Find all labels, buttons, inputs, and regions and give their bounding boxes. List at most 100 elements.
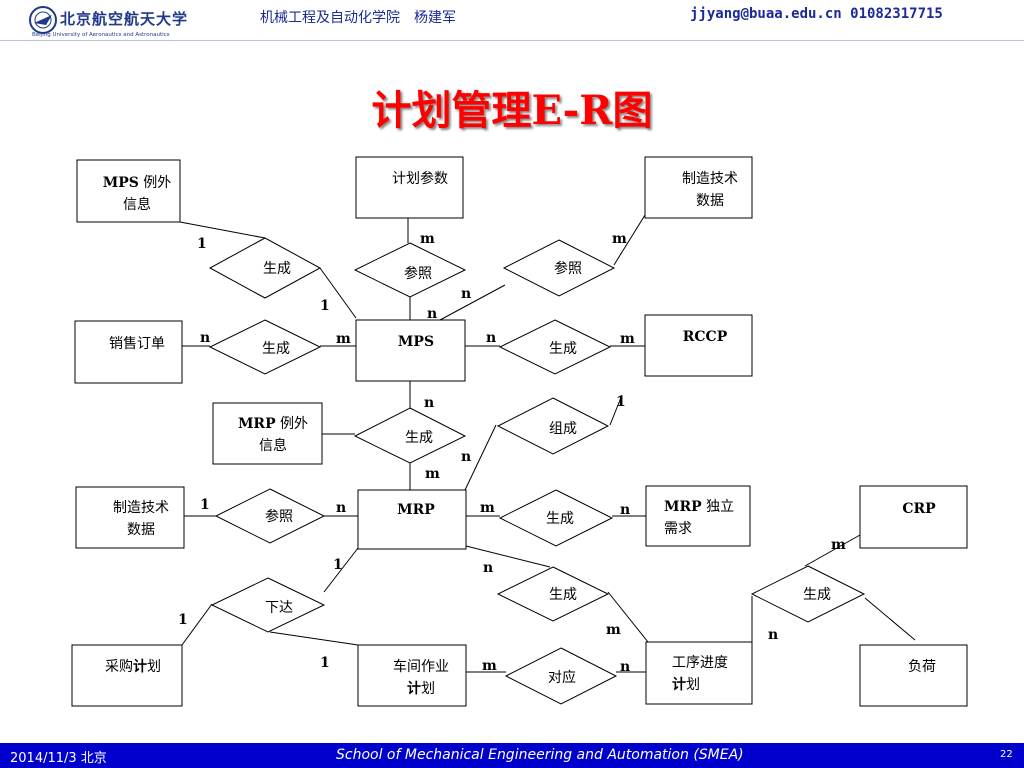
footer-date: 2014/11/3 北京: [10, 751, 107, 766]
connector: [181, 603, 213, 646]
cardinality-label: n: [461, 449, 472, 465]
entity-label: MRP: [397, 502, 435, 518]
entity-rccp: [644, 314, 753, 377]
connector: [609, 394, 623, 426]
slide-header: 北京航空航天大学 Beijing University of Aeronauti…: [0, 0, 1024, 41]
connector: [323, 547, 359, 593]
cardinality-label: 1: [200, 497, 210, 513]
cardinality-label: n: [461, 286, 472, 302]
entity-label: 制造技术数据: [113, 500, 169, 538]
relation-label: 组成: [549, 421, 577, 437]
entity-mps-exception: [76, 159, 181, 223]
relation-label: 生成: [405, 430, 433, 446]
rel-ref-mfg-tech: [502, 239, 616, 297]
cardinality-label: n: [768, 627, 779, 643]
relation-label: 参照: [554, 261, 582, 277]
cardinality-label: m: [336, 331, 351, 347]
entity-workshop-plan: [357, 644, 467, 707]
school-author: 机械工程及自动化学院 杨建军: [260, 10, 456, 26]
slide-footer: 2014/11/3 北京 School of Mechanical Engine…: [0, 743, 1024, 768]
connector: [464, 424, 497, 491]
entity-sales-order: [74, 320, 183, 384]
university-emblem-icon: [29, 6, 57, 34]
cardinality-label: 1: [616, 394, 626, 410]
entity-label: MRP 例外信息: [237, 416, 309, 454]
rel-gen-mps-exc: [208, 237, 322, 299]
entity-mfg-tech-top: [644, 156, 753, 219]
cardinality-label: n: [427, 306, 438, 322]
entity-label: 负荷: [908, 659, 936, 675]
entity-plan-params: [355, 156, 464, 219]
relation-label: 参照: [404, 266, 432, 282]
cardinality-label: n: [620, 502, 631, 518]
entity-label: MPS 例外信息: [102, 175, 172, 213]
cardinality-label: n: [620, 659, 631, 675]
entity-label: 车间作业计划: [393, 659, 449, 697]
entity-crp: [859, 485, 968, 549]
cardinality-label: 1: [320, 298, 330, 314]
rel-gen-mrp-indep: [498, 489, 614, 547]
rel-gen-mrp-exc: [353, 407, 467, 464]
cardinality-label: n: [483, 560, 494, 576]
entity-purchase-plan: [71, 644, 183, 707]
connector: [804, 534, 861, 567]
footer-school: School of Mechanical Engineering and Aut…: [336, 747, 744, 763]
cardinality-label: 1: [178, 612, 188, 628]
connector: [465, 545, 551, 568]
connector: [607, 591, 649, 643]
connector: [269, 631, 359, 646]
cardinality-label: m: [620, 331, 635, 347]
entity-load: [859, 644, 968, 707]
relation-label: 生成: [549, 341, 577, 357]
slide-title: 计划管理E-R图: [371, 87, 653, 134]
relation-label: 生成: [803, 587, 831, 603]
page-number: 22: [1000, 749, 1013, 760]
entity-mrp: [357, 489, 467, 550]
rel-ref-mfg-left: [214, 488, 326, 544]
cardinality-label: m: [482, 658, 497, 674]
entity-label: 计划参数: [392, 171, 448, 187]
rel-ref-plan-params: [353, 242, 467, 298]
cardinality-label: m: [612, 231, 627, 247]
cardinality-label: 1: [197, 236, 207, 252]
relation-label: 生成: [263, 261, 291, 277]
rel-correspond: [504, 647, 618, 705]
entity-mfg-tech-left: [75, 486, 185, 549]
connector: [864, 597, 916, 641]
entity-label: MRP 独立需求: [664, 499, 735, 537]
entity-label: 制造技术数据: [682, 171, 738, 209]
relation-label: 生成: [546, 511, 574, 527]
cardinality-label: 1: [333, 557, 343, 573]
rel-gen-progress: [496, 566, 610, 622]
relation-label: 下达: [265, 600, 293, 616]
connector: [613, 214, 646, 266]
relation-label: 对应: [548, 670, 576, 686]
entity-process-progress: [645, 641, 753, 705]
cardinality-label: n: [336, 500, 347, 516]
university-name-cn: 北京航空航天大学: [60, 10, 189, 28]
entity-label: CRP: [902, 501, 936, 517]
relation-label: 生成: [549, 587, 577, 603]
rel-gen-load: [750, 565, 866, 623]
relation-label: 参照: [265, 509, 293, 525]
cardinality-label: m: [425, 466, 440, 482]
entity-label: RCCP: [682, 329, 728, 345]
entity-label: 工序进度计划: [672, 655, 728, 693]
cardinality-label: m: [420, 231, 435, 247]
rel-gen-sales: [208, 319, 322, 375]
entity-mrp-exception: [212, 402, 323, 465]
connector: [179, 221, 266, 239]
contact-info: jjyang@buaa.edu.cn 01082317715: [690, 6, 943, 22]
cardinality-label: m: [606, 622, 621, 638]
entity-label: MPS: [397, 334, 435, 350]
connector: [319, 267, 357, 319]
relation-label: 生成: [262, 341, 290, 357]
university-name-en: Beijing University of Aeronautics and As…: [32, 32, 170, 38]
connector: [439, 284, 506, 321]
cardinality-label: n: [486, 330, 497, 346]
rel-issue: [210, 577, 326, 633]
cardinality-label: m: [480, 500, 495, 516]
header-divider: [0, 40, 1024, 41]
rel-gen-rccp: [498, 319, 612, 375]
